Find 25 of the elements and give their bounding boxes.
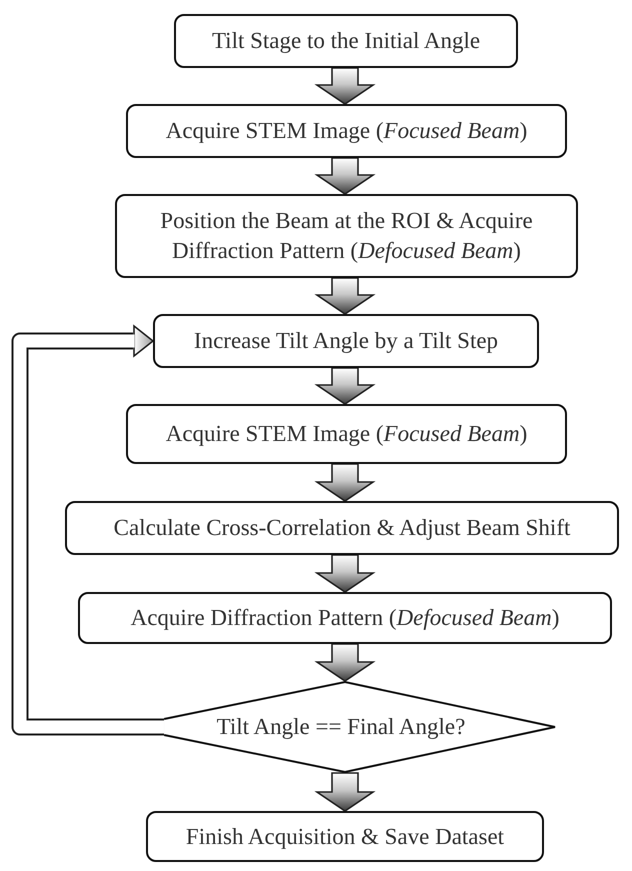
process-box	[146, 811, 544, 862]
block-arrow	[314, 367, 376, 405]
step-text: Increase Tilt Angle by a Tilt Step	[192, 327, 500, 356]
process-box	[153, 314, 539, 368]
step-text: Finish Acquisition & Save Dataset	[184, 822, 506, 851]
block-arrow	[314, 67, 376, 105]
block-arrow	[314, 463, 376, 502]
step-text: Acquire STEM Image (Focused Beam)	[164, 420, 528, 448]
step-text: Acquire Diffraction Pattern (Defocused Beam)	[130, 604, 560, 632]
decision-text: Tilt Angle == Final Angle?	[216, 713, 466, 742]
block-arrow	[314, 277, 376, 315]
process-box	[126, 404, 567, 464]
block-arrow	[314, 554, 376, 593]
process-box	[78, 592, 612, 644]
process-box	[115, 194, 578, 278]
block-arrow	[314, 643, 376, 682]
step-text: Acquire STEM Image (Focused Beam)	[164, 117, 528, 146]
step-text: Calculate Cross-Correlation & Adjust Beam Shift	[112, 514, 572, 542]
process-box	[126, 104, 567, 158]
block-arrow	[314, 157, 376, 195]
step-text: Tilt Stage to the Initial Angle	[210, 27, 482, 56]
step-text: Position the Beam at the ROI & Acquire Diffraction Pattern (Defocused Beam)	[159, 207, 534, 265]
process-box	[65, 501, 619, 555]
block-arrow	[314, 772, 376, 812]
process-box	[174, 14, 518, 68]
